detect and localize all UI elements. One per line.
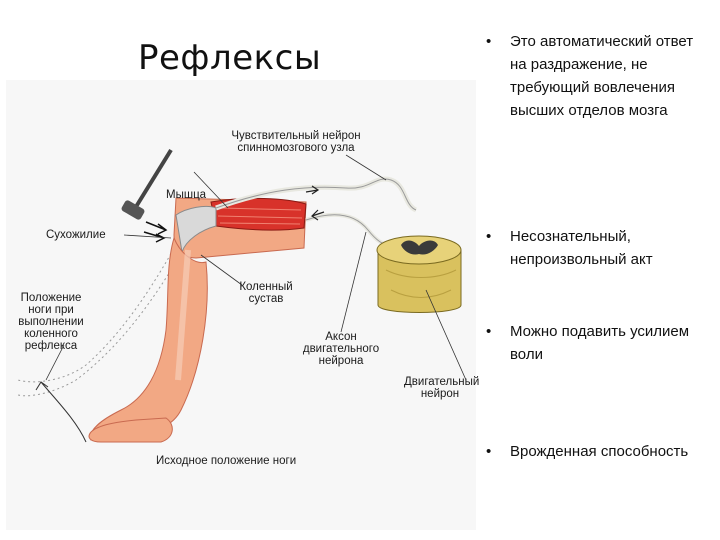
slide-title: Рефлексы [138, 38, 322, 78]
bullet-marker: • [486, 228, 492, 245]
lower-leg [90, 236, 208, 441]
sensory-neuron-label: Чувствительный нейрон спинномозгового уз… [231, 130, 361, 154]
foot [88, 417, 173, 443]
reflex-diagram: Чувствительный нейрон спинномозгового уз… [6, 80, 480, 530]
muscle-label: Мышца [166, 189, 207, 201]
axon-label: Аксон двигательного нейрона [302, 331, 380, 367]
bullet-marker: • [486, 443, 492, 460]
extended-leg-outline [17, 244, 177, 397]
bullet-text: Это автоматический ответ на раздражение,… [510, 33, 694, 119]
bullet-text: Врожденная способность [510, 443, 689, 460]
leg-position-label: Положение ноги при выполнении коленного … [18, 292, 84, 352]
initial-position-label: Исходное положение ноги [156, 455, 297, 467]
bullet-text: Несознательный, непроизвольный акт [510, 228, 653, 268]
motor-neuron-label: Двигательный нейрон [404, 376, 480, 400]
spinal-cord-segment [376, 235, 462, 313]
bullet-text: Можно подавить усилием воли [510, 323, 690, 363]
bullet-marker: • [486, 323, 492, 340]
tendon-label: Сухожилие [46, 229, 106, 241]
knee-joint-label: Коленный сустав [239, 281, 293, 305]
patellar-tendon [175, 205, 217, 253]
bullet-marker: • [486, 33, 492, 50]
reflex-illustration [17, 148, 467, 443]
